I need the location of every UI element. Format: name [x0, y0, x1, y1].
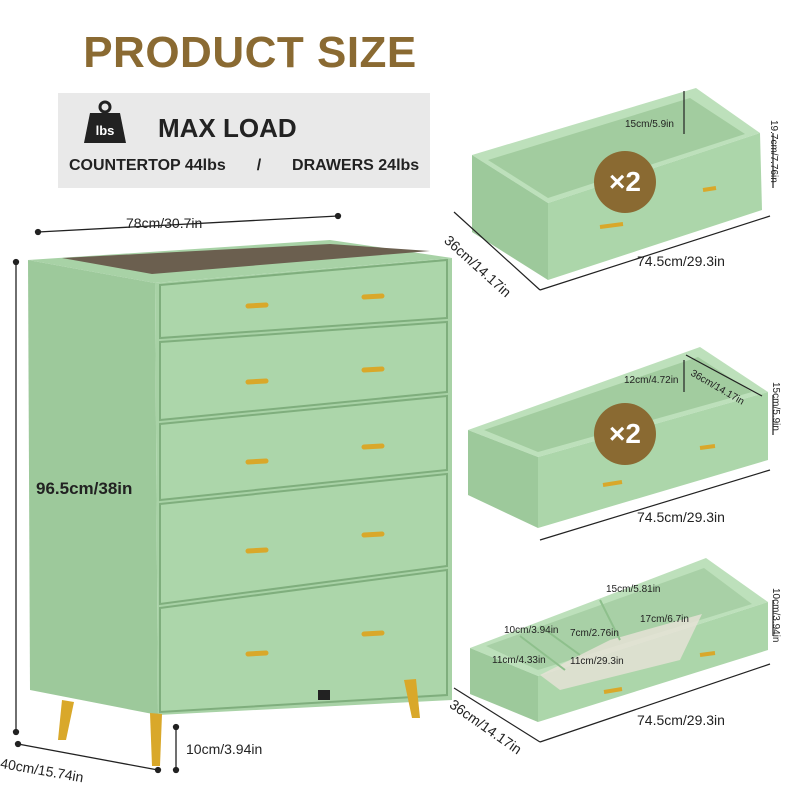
drawer-bottom-width: 74.5cm/29.3in [637, 712, 725, 728]
max-load-title: MAX LOAD [158, 113, 297, 143]
dresser-width-label: 78cm/30.7in [126, 215, 203, 231]
drawer-middle-quantity-badge: ×2 [594, 403, 656, 465]
drawer-top-width: 74.5cm/29.3in [637, 253, 725, 269]
drawer-middle-width: 74.5cm/29.3in [637, 509, 725, 525]
drawer-middle-outer-height: 15cm/5.9in [770, 382, 781, 431]
page-title: PRODUCT SIZE [83, 28, 417, 77]
drawers-load: DRAWERS 24lbs [292, 157, 420, 174]
compartment-1-size: 15cm/5.81in [606, 584, 661, 595]
drawer-bottom-outer-height: 10cm/3.94in [770, 588, 781, 643]
countertop-load: COUNTERTOP 44lbs [69, 157, 226, 174]
drawer-middle-inner-height: 12cm/4.72in [624, 375, 679, 386]
compartment-5-size: 11cm/4.33in [492, 655, 546, 666]
weight-icon-label: lbs [96, 123, 115, 138]
weight-icon: lbs [84, 100, 126, 143]
compartment-4-size: 17cm/6.7in [640, 614, 689, 625]
compartment-2-size: 10cm/3.94in [504, 625, 559, 636]
load-values: COUNTERTOP 44lbs / DRAWERS 24lbs [69, 157, 419, 175]
compartment-6-size: 11cm/29.3in [570, 656, 624, 667]
drawer-top-inner-height: 15cm/5.9in [625, 119, 674, 130]
drawer-bottom-graphic [470, 558, 768, 722]
max-load-panel: lbs MAX LOAD COUNTERTOP 44lbs / DRAWERS … [58, 93, 430, 188]
compartment-3-size: 7cm/2.76in [570, 628, 619, 639]
leg-height-label: 10cm/3.94in [186, 741, 263, 757]
drawer-top-graphic [472, 88, 762, 280]
dresser-height-label: 96.5cm/38in [36, 479, 133, 498]
drawer-top-outer-height: 19.7cm/7.76in [768, 120, 779, 183]
drawer-top-quantity-badge: ×2 [594, 151, 656, 213]
load-separator: / [256, 157, 262, 174]
